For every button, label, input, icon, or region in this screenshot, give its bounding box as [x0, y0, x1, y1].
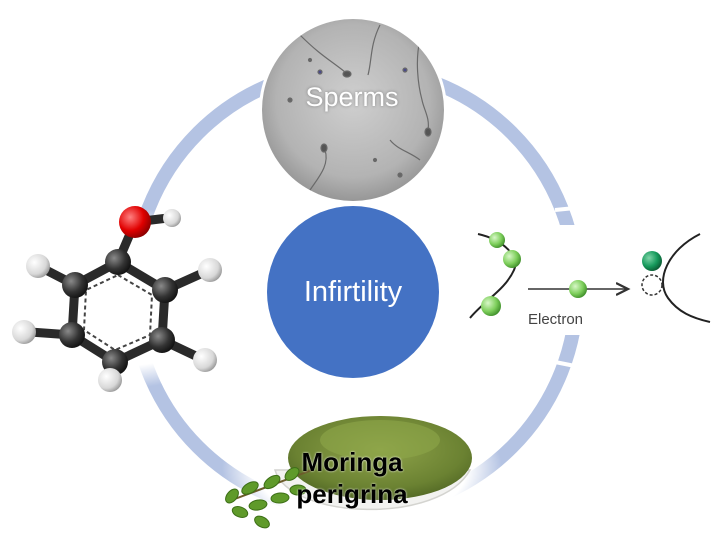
moringa-powder-image — [222, 392, 502, 544]
ring-separator — [554, 206, 576, 212]
phenol-molecule — [6, 206, 250, 392]
electron-transfer-illustration — [462, 225, 728, 335]
sperm-microscope-image — [259, 16, 447, 204]
ring-separator — [554, 360, 576, 368]
center-circle — [267, 206, 439, 378]
